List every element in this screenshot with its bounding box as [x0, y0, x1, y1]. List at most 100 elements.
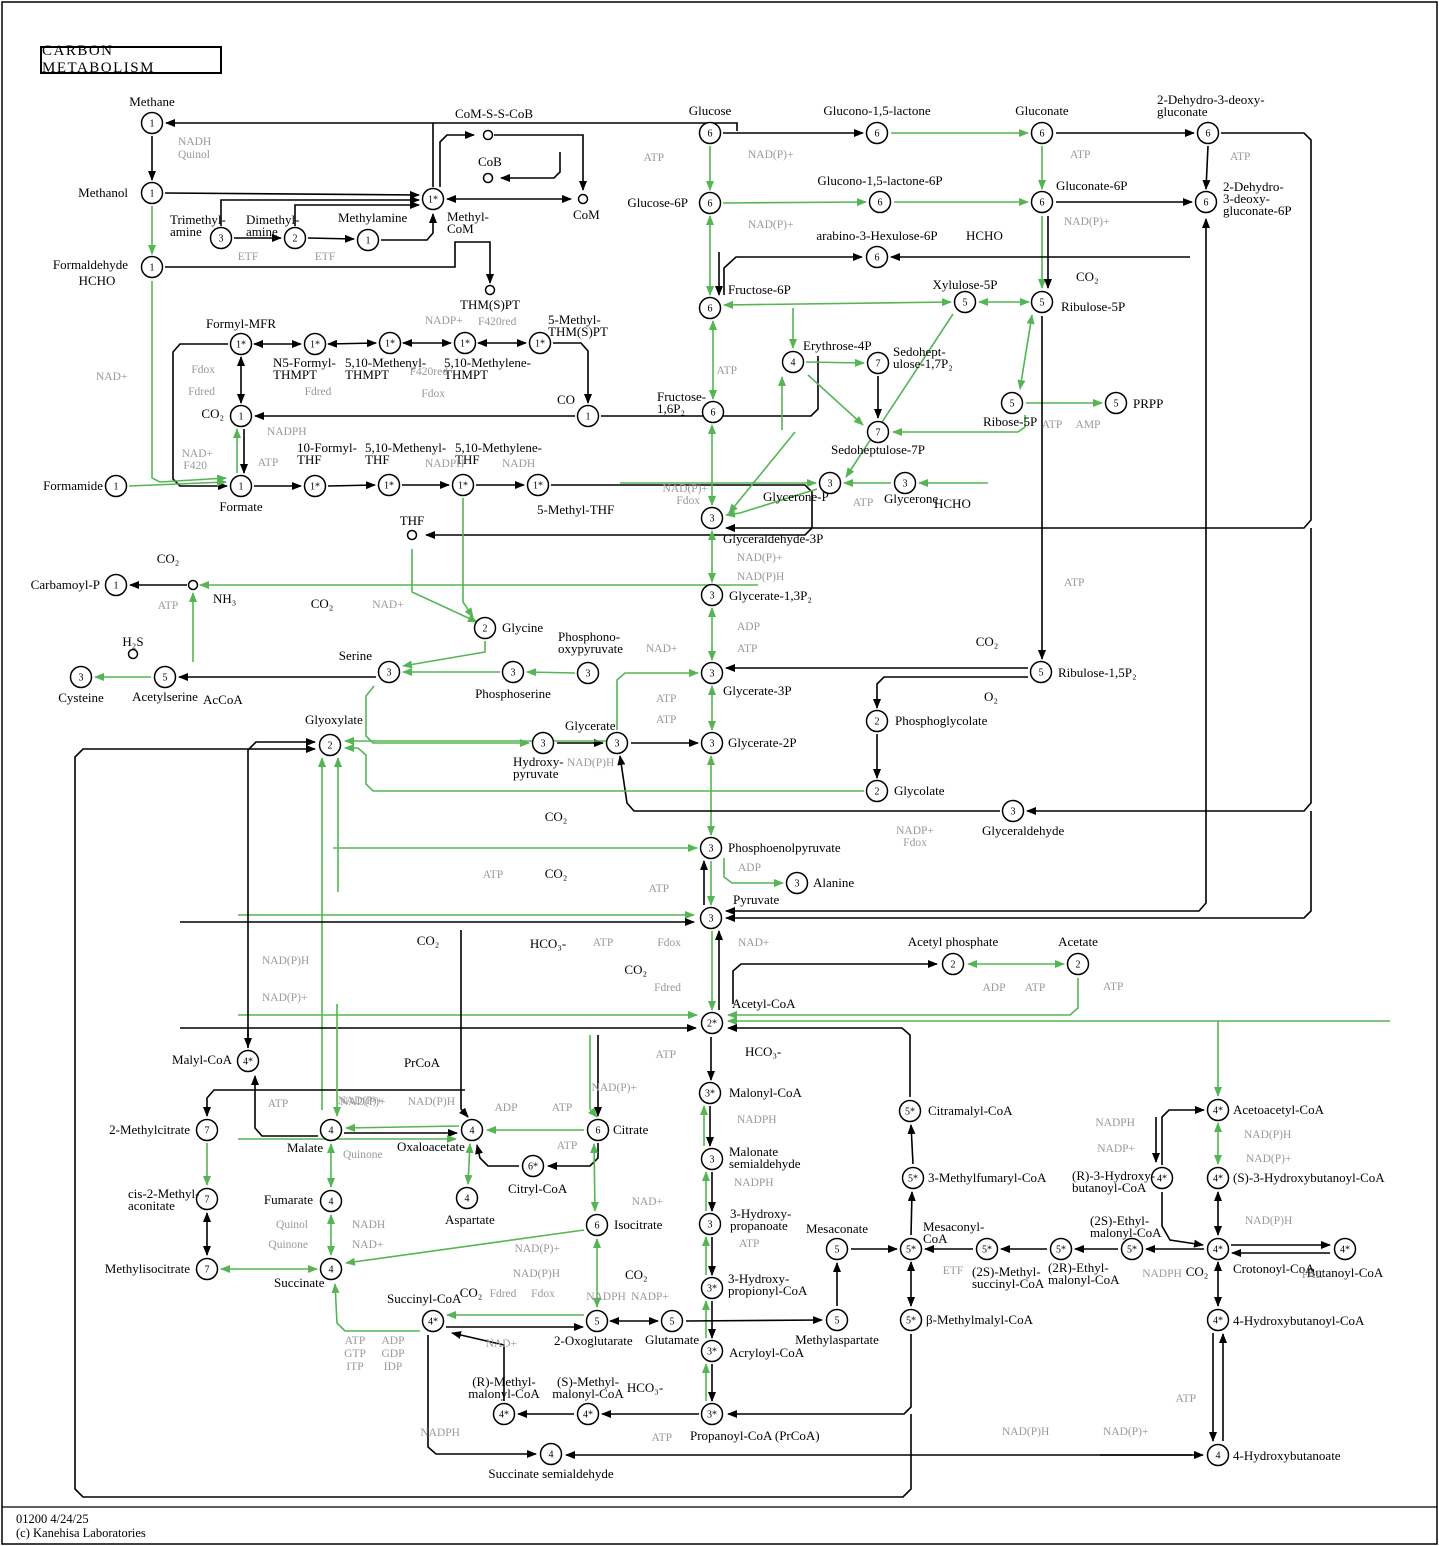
node-r-methylmalonyl-coa[interactable]: 4* — [492, 1402, 516, 1426]
node-co2-c1[interactable]: 1 — [229, 404, 253, 428]
node-glycerate[interactable]: 3 — [605, 731, 629, 755]
node-acetyl-phosphate[interactable]: 2 — [941, 952, 965, 976]
node-glucose-6p[interactable]: 6 — [698, 191, 722, 215]
node-methyl-com[interactable]: 1* — [421, 187, 445, 211]
node-hydroxypyruvate[interactable]: 3 — [531, 731, 555, 755]
node-2s-methylsuccinyl-coa[interactable]: 5* — [975, 1237, 999, 1261]
node-fumarate[interactable]: 4 — [319, 1189, 343, 1213]
node-beta-methylmalyl-coa[interactable]: 5* — [899, 1308, 923, 1332]
node-acetoacetyl-coa[interactable]: 4* — [1206, 1098, 1230, 1122]
node-methenyl-thmpt[interactable]: 1* — [378, 331, 402, 355]
node-r-3-hydroxybutanoyl-coa[interactable]: 4* — [1150, 1166, 1174, 1190]
node-oxaloacetate[interactable]: 4 — [460, 1118, 484, 1142]
node-formyl-thf[interactable]: 1* — [303, 474, 327, 498]
node-mesaconate[interactable]: 5 — [825, 1237, 849, 1261]
node-erythrose-4p[interactable]: 4 — [781, 350, 805, 374]
node-citryl-coa[interactable]: 6* — [521, 1154, 545, 1178]
node-methyl-thf[interactable]: 1* — [526, 473, 550, 497]
node-succinate[interactable]: 4 — [319, 1257, 343, 1281]
node-gluconate[interactable]: 6 — [1030, 121, 1054, 145]
node-fructose-6p[interactable]: 6 — [698, 296, 722, 320]
node-ribose-5p[interactable]: 5 — [1000, 391, 1024, 415]
node-ribulose-5p[interactable]: 5 — [1030, 290, 1054, 314]
node-acetyl-coa[interactable]: 2* — [700, 1011, 724, 1035]
node-glycerate-2p[interactable]: 3 — [700, 731, 724, 755]
node-formamide[interactable]: 1 — [104, 474, 128, 498]
node-2-oxoglutarate[interactable]: 5 — [585, 1309, 609, 1333]
node-methanol[interactable]: 1 — [140, 181, 164, 205]
node-glycolate[interactable]: 2 — [865, 779, 889, 803]
node-glucono-lactone[interactable]: 6 — [865, 121, 889, 145]
node-glycerate-3p[interactable]: 3 — [700, 661, 724, 685]
node-pyruvate[interactable]: 3 — [699, 906, 723, 930]
node-methylene-thf[interactable]: 1* — [451, 473, 475, 497]
node-formaldehyde[interactable]: 1 — [140, 255, 164, 279]
node-sedoheptulose-17p2[interactable]: 7 — [866, 351, 890, 375]
node-formyl-mfr[interactable]: 1* — [229, 332, 253, 356]
node-sedoheptulose-7p[interactable]: 7 — [866, 420, 890, 444]
node-g13p2[interactable]: 3 — [700, 583, 724, 607]
node-ddg[interactable]: 6 — [1196, 121, 1220, 145]
node-cysteine[interactable]: 3 — [69, 665, 93, 689]
node-gluconate-6p[interactable]: 6 — [1030, 190, 1054, 214]
node-3-hydroxypropionyl-coa[interactable]: 3* — [700, 1276, 724, 1300]
node-phosphoserine[interactable]: 3 — [501, 660, 525, 684]
node-citrate[interactable]: 6 — [586, 1118, 610, 1142]
node-co[interactable]: 1 — [576, 404, 600, 428]
node-trimethylamine[interactable]: 3 — [209, 226, 233, 250]
node-malate[interactable]: 4 — [319, 1118, 343, 1142]
node-glycerone[interactable]: 3 — [893, 471, 917, 495]
node-4-hydroxybutanoate[interactable]: 4 — [1206, 1443, 1230, 1467]
node-isocitrate[interactable]: 6 — [585, 1213, 609, 1237]
node-methylaspartate[interactable]: 5 — [825, 1308, 849, 1332]
node-phosphoglycolate[interactable]: 2 — [865, 709, 889, 733]
node-2-methylcitrate[interactable]: 7 — [195, 1118, 219, 1142]
node-methylamine[interactable]: 1 — [356, 228, 380, 252]
node-s-methylmalonyl-coa[interactable]: 4* — [576, 1402, 600, 1426]
node-xylulose-5p[interactable]: 5 — [953, 290, 977, 314]
node-3-hydroxypropanoate[interactable]: 3 — [698, 1212, 722, 1236]
node-glucono-lactone-6p[interactable]: 6 — [868, 190, 892, 214]
node-acetylserine[interactable]: 5 — [153, 665, 177, 689]
node-cis-2-methylaconitate[interactable]: 7 — [195, 1187, 219, 1211]
node-arabino-hexulose-6p[interactable]: 6 — [865, 245, 889, 269]
node-crotonoyl-coa[interactable]: 4* — [1206, 1237, 1230, 1261]
node-succinate-semialdehyde[interactable]: 4 — [539, 1442, 563, 1466]
node-alanine[interactable]: 3 — [785, 871, 809, 895]
node-prpp[interactable]: 5 — [1104, 391, 1128, 415]
node-4-hydroxybutanoyl-coa[interactable]: 4* — [1206, 1308, 1230, 1332]
node-succinyl-coa[interactable]: 4* — [421, 1309, 445, 1333]
node-glyceraldehyde[interactable]: 3 — [1001, 799, 1025, 823]
node-malonyl-coa[interactable]: 3* — [698, 1081, 722, 1105]
node-3-methylfumaryl-coa[interactable]: 5* — [901, 1166, 925, 1190]
node-malyl-coa[interactable]: 4* — [236, 1049, 260, 1073]
node-mesaconyl-coa[interactable]: 5* — [899, 1237, 923, 1261]
node-pep[interactable]: 3 — [699, 836, 723, 860]
node-s-3-hydroxybutanoyl-coa[interactable]: 4* — [1206, 1166, 1230, 1190]
node-methane[interactable]: 1 — [140, 111, 164, 135]
node-glycerone-p[interactable]: 3 — [818, 471, 842, 495]
node-propanoyl-coa[interactable]: 3* — [700, 1402, 724, 1426]
node-glycine[interactable]: 2 — [473, 616, 497, 640]
node-ribulose-15p2[interactable]: 5 — [1029, 660, 1053, 684]
node-acetate[interactable]: 2 — [1066, 952, 1090, 976]
node-formate[interactable]: 1 — [229, 474, 253, 498]
node-butanoyl-coa[interactable]: 4* — [1333, 1237, 1357, 1261]
node-glyoxylate[interactable]: 2 — [318, 733, 342, 757]
node-dimethylamine[interactable]: 2 — [283, 226, 307, 250]
node-ddg-6p[interactable]: 6 — [1194, 190, 1218, 214]
node-glutamate[interactable]: 5 — [660, 1309, 684, 1333]
node-fructose-16p2[interactable]: 6 — [701, 400, 725, 424]
node-citramalyl-coa[interactable]: 5* — [898, 1099, 922, 1123]
node-acryloyl-coa[interactable]: 3* — [700, 1339, 724, 1363]
node-serine[interactable]: 3 — [377, 660, 401, 684]
node-n5-formyl-thmpt[interactable]: 1* — [303, 332, 327, 356]
node-2s-ethylmalonyl-coa[interactable]: 5* — [1120, 1237, 1144, 1261]
node-glucose[interactable]: 6 — [698, 121, 722, 145]
node-aspartate[interactable]: 4 — [455, 1186, 479, 1210]
node-carbamoyl-p[interactable]: 1 — [104, 573, 128, 597]
node-methenyl-thf[interactable]: 1* — [377, 473, 401, 497]
node-methylene-thmpt[interactable]: 1* — [453, 331, 477, 355]
node-phosphonooxypyruvate[interactable]: 3 — [576, 661, 600, 685]
node-methyl-thmspt[interactable]: 1* — [528, 331, 552, 355]
